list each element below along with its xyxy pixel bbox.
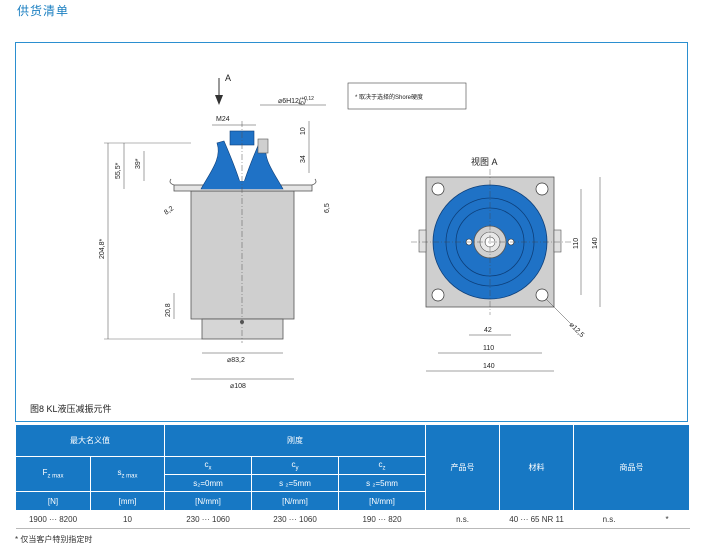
figure-caption: 图8 KL液压减振元件	[30, 404, 112, 414]
table-row: 1900 ··· 8200 10 230 ··· 1060 230 ··· 10…	[15, 510, 690, 529]
rubber-element-left	[200, 140, 243, 190]
section-title: 供货清单	[17, 4, 70, 18]
dim-110-v: 110	[573, 238, 580, 249]
cell-fz: 1900 ··· 8200	[15, 510, 91, 529]
header-cy: cy	[251, 456, 339, 475]
bottom-boss	[201, 318, 284, 340]
cell-cy: 230 ··· 1060	[251, 510, 339, 529]
unit-cz: [N/mm]	[337, 491, 427, 511]
dim-34: 34	[300, 155, 307, 163]
header-max-nominal: 最大名义值	[15, 424, 165, 457]
footnote: * 仅当客户特别指定时	[15, 535, 93, 544]
header-cx: cx	[164, 456, 252, 475]
condition-cz: s ₂=5mm	[337, 474, 427, 492]
dim-204-8: 204,8*	[99, 238, 106, 259]
unit-cy: [N/mm]	[251, 491, 339, 511]
dim-6-5: 6,5	[324, 203, 331, 213]
technical-drawing: A M24 ⌀6H12(+0,12+0) 10 34 6,5 204,8* 55…	[99, 73, 601, 390]
dim-20-8: 20,8	[165, 303, 172, 317]
note-box	[347, 82, 467, 110]
header-material: 材料	[499, 424, 575, 511]
cell-cx: 230 ··· 1060	[164, 510, 252, 529]
dim-12-5: ⌀12,5	[568, 321, 586, 339]
unit-fz: [N]	[15, 491, 91, 511]
dim-8-2: 8,2	[163, 205, 175, 216]
shore-note: * 取决于选择的Shore硬度	[355, 93, 423, 101]
header-sz-max: sz max	[90, 456, 165, 492]
cell-trade-no: n.s.	[573, 510, 645, 529]
unit-cx: [N/mm]	[164, 491, 252, 511]
dim-55-5: 55,5*	[115, 162, 122, 179]
view-a-label: 视图 A	[471, 156, 498, 167]
dim-m24: M24	[216, 116, 230, 123]
dim-108: ⌀108	[230, 383, 246, 390]
cell-material: 40 ··· 65 NR 11	[499, 510, 574, 529]
dim-83-2: ⌀83,2	[227, 357, 245, 364]
dim-140-h: 140	[483, 363, 495, 370]
header-fz-max: Fz max	[15, 456, 91, 492]
header-product-no: 产品号	[425, 424, 501, 511]
header-trade-no: 商品号	[573, 424, 691, 511]
figure-panel: A M24 ⌀6H12(+0,12+0) 10 34 6,5 204,8* 55…	[15, 42, 688, 422]
arrow-a-label: A	[225, 73, 231, 83]
cell-product-no: n.s.	[425, 510, 500, 529]
dim-bore: ⌀6H12(+0,12+0)	[278, 96, 314, 107]
dim-110-h: 110	[483, 345, 494, 352]
spec-table: 最大名义值 刚度 产品号 材料 商品号 Fz max sz max cx cy …	[15, 424, 691, 529]
condition-cy: s ₂=5mm	[251, 474, 339, 492]
cell-extra: *	[644, 510, 690, 529]
condition-cx: s₂=0mm	[164, 474, 252, 492]
unit-sz: [mm]	[90, 491, 165, 511]
dim-39: 39*	[135, 158, 142, 169]
cell-sz: 10	[90, 510, 165, 529]
header-cz: cz	[337, 456, 427, 475]
dim-10: 10	[300, 127, 307, 135]
cell-cz: 190 ··· 820	[338, 510, 426, 529]
housing-body	[190, 190, 295, 320]
dim-140-v: 140	[592, 237, 599, 249]
dim-42: 42	[484, 327, 492, 334]
header-stiffness: 刚度	[163, 424, 427, 457]
